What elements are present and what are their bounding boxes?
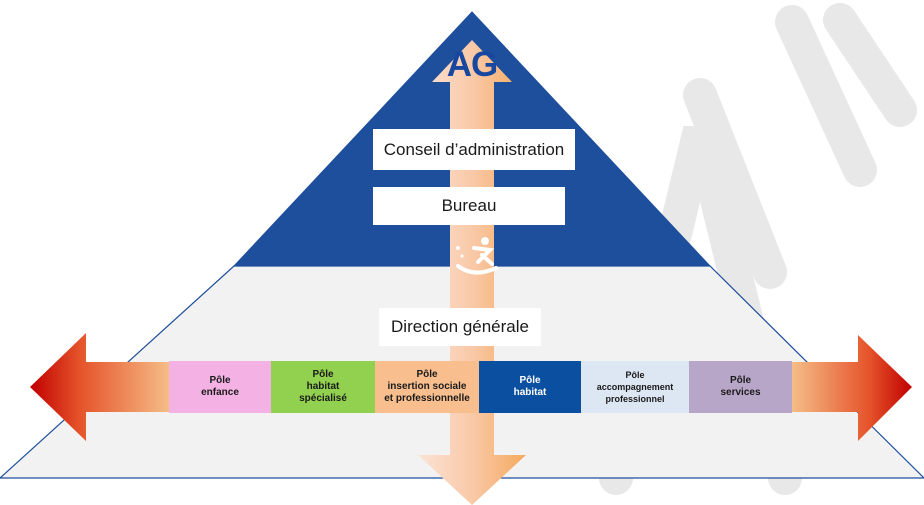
pole-label: Pôle — [416, 369, 438, 380]
pole-label: Pôle — [625, 370, 645, 380]
pole-label: Pôle — [519, 375, 541, 386]
pole-accompagnement: Pôle accompagnement professionnel — [581, 361, 689, 413]
pole-insertion: Pôle insertion sociale et professionnell… — [375, 361, 479, 413]
ag-label: AG — [446, 45, 499, 84]
arrow-right — [790, 335, 912, 441]
conseil-administration-box: Conseil d’administration — [373, 129, 575, 170]
pole-label: professionnel — [605, 394, 665, 404]
pole-enfance: Pôle enfance — [169, 361, 271, 413]
pole-label: spécialisé — [299, 393, 347, 404]
pole-label: Pôle — [729, 375, 752, 386]
pole-label: accompagnement — [596, 382, 674, 392]
pole-habitat-specialise: Pôle habitat spécialisé — [271, 361, 375, 413]
association-logo — [456, 237, 498, 275]
pole-label: habitat — [513, 387, 547, 398]
pole-label: Pôle — [312, 369, 334, 380]
pole-label: enfance — [201, 387, 239, 398]
bureau-box: Bureau — [373, 187, 565, 225]
arrow-left — [30, 333, 172, 441]
pole-label: habitat — [306, 381, 340, 392]
direction-generale-box: Direction générale — [379, 308, 541, 346]
pole-services: Pôle services — [689, 361, 792, 413]
pole-habitat: Pôle habitat — [479, 361, 581, 413]
pole-label: Pôle — [209, 375, 231, 386]
pole-label: et professionnelle — [384, 393, 470, 404]
pole-label: insertion sociale — [387, 381, 467, 392]
pole-label: services — [720, 387, 761, 398]
